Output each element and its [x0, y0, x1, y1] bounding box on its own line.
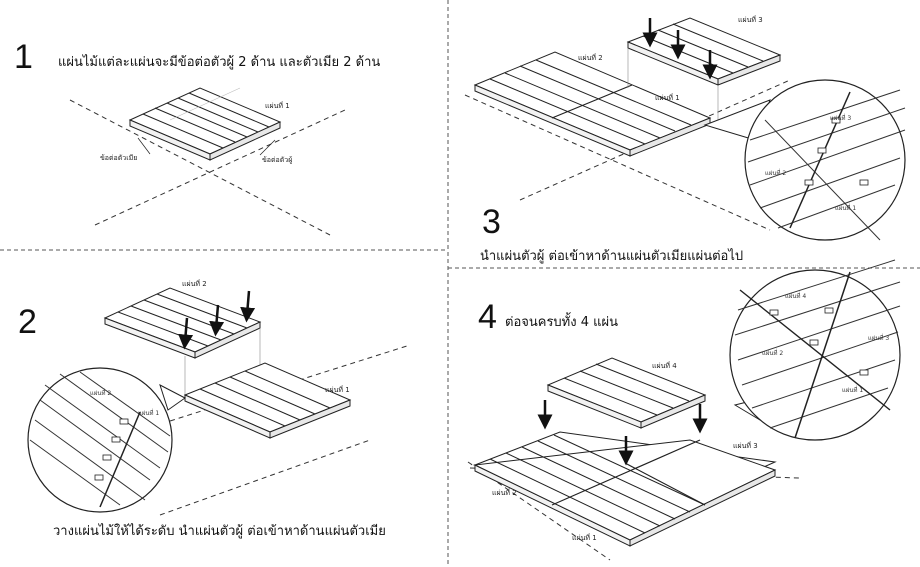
label-tile3-step4: แผ่นที่ 3	[733, 441, 758, 450]
zoom-label-tile1-step2: แผ่นที่ 1	[138, 409, 159, 417]
tiles-1-2-placed	[473, 51, 712, 157]
step3-number: 3	[482, 203, 501, 241]
label-tile2-step4: แผ่นที่ 2	[492, 488, 517, 497]
step2-zoom-circle: แผ่นที่ 2 แผ่นที่ 1	[27, 367, 186, 513]
step2-number: 2	[18, 303, 37, 341]
step3-diagram: แผ่นที่ 2 แผ่นที่ 1 แผ่นที่ 3	[464, 15, 906, 241]
label-tile1-step2: แผ่นที่ 1	[325, 385, 350, 394]
step2-caption: วางแผ่นไม้ให้ได้ระดับ นำแผ่นตัวผู้ ต่อเข…	[53, 524, 386, 539]
step3-zoom-circle: แผ่นที่ 3 แผ่นที่ 2 แผ่นที่ 1	[703, 79, 906, 241]
label-tile1-step3: แผ่นที่ 1	[655, 93, 680, 102]
label-tile1-step4: แผ่นที่ 1	[572, 533, 597, 542]
tile-4-lifted	[546, 357, 707, 429]
step1-number: 1	[14, 38, 33, 76]
zoom-label-tile4-step4: แผ่นที่ 4	[785, 292, 806, 300]
tile-1-placed	[183, 362, 352, 439]
step3-caption: นำแผ่นตัวผู้ ต่อเข้าหาด้านแผ่นตัวเมียแผ่…	[480, 249, 744, 264]
zoom-label-tile1-step3: แผ่นที่ 1	[835, 204, 856, 212]
tile-2-lifted	[103, 287, 262, 359]
zoom-label-tile3-step4: แผ่นที่ 3	[868, 334, 889, 342]
step4-diagram: แผ่นที่ 2 แผ่นที่ 1 แผ่นที่ 3 แผ่นที่ 4	[467, 259, 901, 561]
step4-caption: ต่อจนครบทั้ง 4 แผ่น	[505, 315, 619, 330]
label-tile3-step3: แผ่นที่ 3	[738, 15, 763, 24]
label-tile2-step2: แผ่นที่ 2	[182, 279, 207, 288]
zoom-label-tile3-step3: แผ่นที่ 3	[830, 114, 851, 122]
step2-diagram: แผ่นที่ 2 แผ่นที่ 1	[27, 279, 411, 516]
label-tile1-step1: แผ่นที่ 1	[265, 101, 290, 110]
label-female-joint: ข้อต่อตัวเมีย	[100, 154, 137, 162]
zoom-label-tile2-step4: แผ่นที่ 2	[762, 349, 783, 357]
tile-3-lifted	[626, 17, 782, 86]
tiles-1-2-3-placed	[473, 431, 777, 547]
label-male-joint: ข้อต่อตัวผู้	[262, 156, 292, 164]
tile-1	[128, 87, 282, 161]
zoom-label-tile2-step2: แผ่นที่ 2	[90, 389, 111, 397]
step4-zoom-circle: แผ่นที่ 4 แผ่นที่ 3 แผ่นที่ 2 แผ่นที่ 1	[729, 259, 901, 441]
zoom-label-tile1-step4: แผ่นที่ 1	[842, 386, 863, 394]
step1-caption: แผ่นไม้แต่ละแผ่นจะมีข้อต่อตัวผู้ 2 ด้าน …	[58, 55, 381, 70]
label-tile2-step3: แผ่นที่ 2	[578, 53, 603, 62]
label-tile4-step4: แผ่นที่ 4	[652, 361, 677, 370]
step1-diagram: แผ่นที่ 1 ข้อต่อตัวเมีย ข้อต่อตัวผู้	[69, 87, 346, 236]
step4-number: 4	[478, 298, 497, 336]
zoom-label-tile2-step3: แผ่นที่ 2	[765, 169, 786, 177]
